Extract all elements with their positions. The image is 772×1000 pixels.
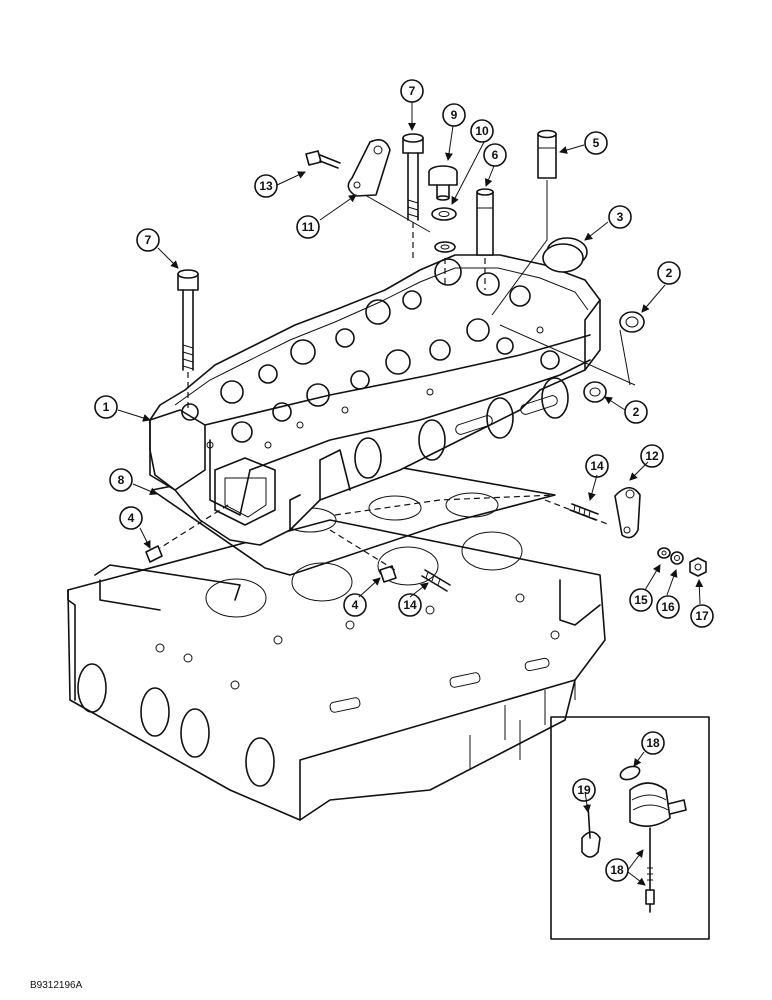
dowel-pin-right bbox=[379, 565, 397, 583]
svg-text:7: 7 bbox=[145, 233, 152, 247]
cylinder-head bbox=[149, 254, 601, 546]
seal-plug-upper bbox=[499, 311, 645, 386]
svg-text:18: 18 bbox=[610, 863, 624, 877]
svg-text:17: 17 bbox=[695, 609, 709, 623]
svg-text:11: 11 bbox=[302, 220, 315, 234]
callout-11: 11 bbox=[296, 215, 320, 239]
seal-plug-lower bbox=[583, 381, 607, 403]
svg-text:14: 14 bbox=[590, 459, 604, 473]
engine-block bbox=[67, 519, 606, 821]
svg-text:1: 1 bbox=[103, 400, 110, 414]
svg-text:19: 19 bbox=[577, 783, 591, 797]
callout-5: 5 bbox=[584, 131, 608, 155]
nut-17 bbox=[689, 557, 707, 577]
svg-text:15: 15 bbox=[634, 593, 648, 607]
stud-front bbox=[421, 569, 451, 592]
svg-text:14: 14 bbox=[403, 598, 417, 612]
inset-detail bbox=[550, 716, 710, 940]
callout-2-upper: 2 bbox=[657, 261, 681, 285]
plug bbox=[428, 165, 458, 201]
sensor-body bbox=[629, 782, 687, 913]
svg-text:7: 7 bbox=[409, 84, 416, 98]
head-bolt-top bbox=[402, 133, 424, 262]
svg-text:12: 12 bbox=[645, 449, 659, 463]
callout-18-bottom: 18 bbox=[605, 858, 629, 882]
svg-text:10: 10 bbox=[475, 124, 489, 138]
washer bbox=[431, 207, 457, 253]
sleeve-5 bbox=[491, 129, 557, 316]
callout-6: 6 bbox=[483, 143, 507, 167]
svg-text:6: 6 bbox=[492, 148, 499, 162]
svg-text:16: 16 bbox=[661, 600, 675, 614]
head-bolt-left bbox=[177, 269, 199, 408]
callout-14-left: 14 bbox=[398, 593, 422, 617]
svg-text:4: 4 bbox=[128, 511, 135, 525]
svg-text:2: 2 bbox=[633, 405, 640, 419]
callout-10: 10 bbox=[470, 119, 494, 143]
svg-text:13: 13 bbox=[259, 179, 273, 193]
callout-9: 9 bbox=[442, 103, 466, 127]
callout-19: 19 bbox=[572, 778, 596, 802]
expansion-plug bbox=[542, 237, 588, 273]
callout-7-left: 7 bbox=[136, 228, 160, 252]
sleeve-6 bbox=[476, 188, 494, 290]
callout-16: 16 bbox=[656, 595, 680, 619]
callout-4-left: 4 bbox=[119, 506, 143, 530]
callout-3: 3 bbox=[608, 205, 632, 229]
washer-15 bbox=[657, 547, 671, 559]
callout-4-right: 4 bbox=[343, 593, 367, 617]
lifting-bracket-rear bbox=[614, 486, 641, 539]
svg-text:18: 18 bbox=[646, 736, 660, 750]
figure-code: B9312196A bbox=[30, 980, 83, 991]
callout-17: 17 bbox=[690, 604, 714, 628]
svg-text:4: 4 bbox=[352, 598, 359, 612]
svg-text:3: 3 bbox=[617, 210, 624, 224]
stud-rear bbox=[569, 503, 599, 521]
svg-text:2: 2 bbox=[666, 266, 673, 280]
sensor-lead bbox=[581, 804, 601, 858]
dowel-pin-left bbox=[145, 545, 163, 563]
callout-7-top: 7 bbox=[400, 79, 424, 103]
callout-13: 13 bbox=[254, 174, 278, 198]
svg-text:9: 9 bbox=[451, 108, 458, 122]
callout-1: 1 bbox=[94, 395, 118, 419]
callout-15: 15 bbox=[629, 588, 653, 612]
lifting-bracket-front bbox=[347, 139, 431, 233]
callout-12: 12 bbox=[640, 444, 664, 468]
svg-text:5: 5 bbox=[593, 136, 600, 150]
svg-text:8: 8 bbox=[118, 473, 125, 487]
leader-lines bbox=[117, 102, 704, 886]
callout-14-right: 14 bbox=[585, 454, 609, 478]
callout-2-lower: 2 bbox=[624, 400, 648, 424]
callout-8: 8 bbox=[109, 468, 133, 492]
lock-washer-16 bbox=[670, 551, 684, 565]
callout-18-top: 18 bbox=[641, 731, 665, 755]
bracket-bolt bbox=[305, 150, 341, 169]
